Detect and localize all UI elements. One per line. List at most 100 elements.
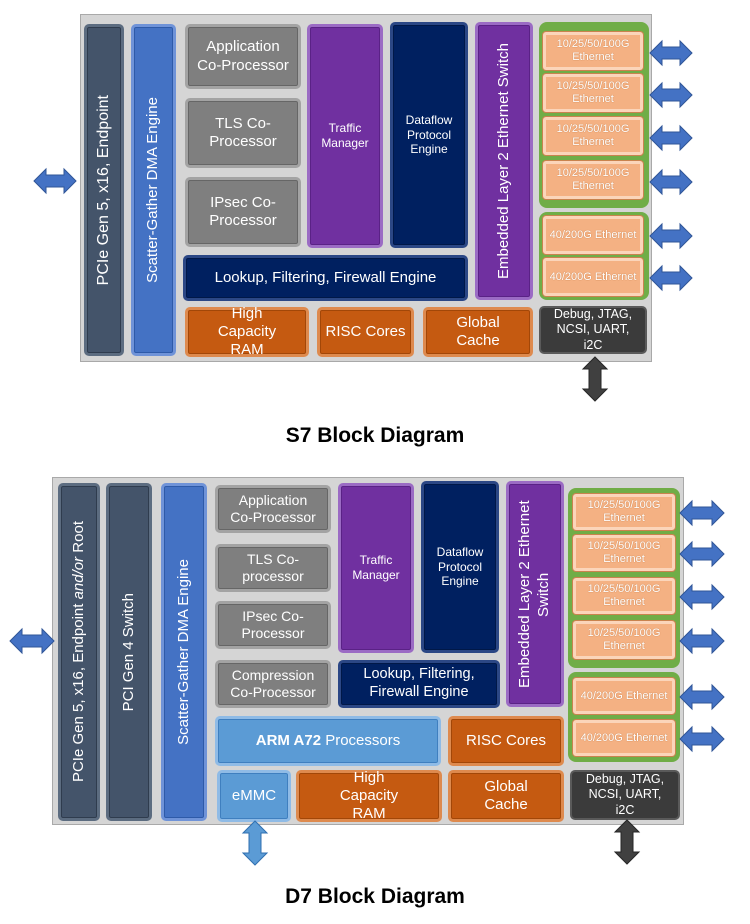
s7-l2-switch-label: Embedded Layer 2 Ethernet Switch — [494, 43, 512, 279]
s7-pcie-label: PCIe Gen 5, x16, Endpoint — [95, 94, 113, 286]
s7-ipsec-coprocessor: IPsec Co-Processor — [185, 177, 301, 247]
s7-traffic-manager: Traffic Manager — [307, 24, 383, 248]
s7-application-coprocessor: Application Co-Processor — [185, 24, 301, 89]
s7-traffic-manager-label: Traffic Manager — [321, 121, 369, 150]
d7-debug-block: Debug, JTAG, NCSI, UART, i2C — [570, 770, 680, 820]
s7-high-capacity-ram: High Capacity RAM — [185, 304, 309, 359]
d7-high-capacity-ram: High Capacity RAM — [296, 768, 442, 823]
d7-pcie-block: PCIe Gen 5, x16, Endpoint and/or Root — [58, 483, 100, 821]
s7-global-cache-label: Global Cache — [456, 313, 500, 349]
s7-ethernet-port-6-label: 40/200G Ethernet — [549, 270, 637, 283]
s7-high-capacity-ram-label: High Capacity RAM — [217, 304, 277, 359]
d7-ethernet-port-2: 10/25/50/100G Ethernet — [573, 535, 675, 571]
s7-debug-block: Debug, JTAG, NCSI, UART, i2C — [539, 306, 647, 354]
s7-ethernet-port-4: 10/25/50/100G Ethernet — [543, 161, 643, 199]
d7-eth-arrow-2-icon — [679, 540, 725, 568]
d7-eth-arrow-1-icon — [679, 499, 725, 527]
d7-emmc: eMMC — [217, 770, 291, 822]
d7-lookup-engine-label: Lookup, Filtering, Firewall Engine — [363, 666, 475, 700]
s7-risc-cores-label: RISC Cores — [325, 322, 406, 340]
s7-dataflow-engine-label: Dataflow Protocol Engine — [405, 113, 453, 157]
d7-arm-processors: ARM A72 Processors — [215, 716, 441, 766]
s7-risc-cores: RISC Cores — [317, 307, 414, 357]
s7-ethernet-port-1-label: 10/25/50/100G Ethernet — [556, 38, 630, 63]
s7-global-cache: Global Cache — [423, 307, 533, 357]
d7-emmc-label: eMMC — [231, 786, 277, 804]
s7-lookup-engine: Lookup, Filtering, Firewall Engine — [183, 255, 468, 301]
s7-diagram-title: S7 Block Diagram — [285, 424, 465, 447]
s7-dataflow-engine: Dataflow Protocol Engine — [390, 22, 468, 248]
d7-pcie-label: PCIe Gen 5, x16, Endpoint and/or Root — [69, 521, 87, 783]
s7-eth-arrow-2-icon — [649, 81, 693, 109]
d7-ethernet-port-3-label: 10/25/50/100G Ethernet — [587, 583, 661, 608]
d7-ipsec-coprocessor: IPsec Co-Processor — [215, 601, 331, 649]
d7-lookup-engine: Lookup, Filtering, Firewall Engine — [338, 660, 500, 708]
d7-global-cache: Global Cache — [448, 770, 564, 822]
d7-risc-cores-label: RISC Cores — [465, 731, 547, 749]
d7-risc-cores: RISC Cores — [448, 716, 564, 766]
d7-ethernet-port-5-label: 40/200G Ethernet — [580, 689, 668, 702]
s7-application-coprocessor-label: Application Co-Processor — [197, 38, 289, 74]
d7-ethernet-port-1: 10/25/50/100G Ethernet — [573, 494, 675, 530]
d7-eth-arrow-6-icon — [679, 725, 725, 753]
s7-eth-arrow-4-icon — [649, 168, 693, 196]
s7-tls-coprocessor: TLS Co-Processor — [185, 98, 301, 168]
s7-ethernet-port-4-label: 10/25/50/100G Ethernet — [556, 167, 630, 192]
s7-ethernet-port-1: 10/25/50/100G Ethernet — [543, 32, 643, 70]
s7-dma-block: Scatter-Gather DMA Engine — [131, 24, 176, 356]
d7-compression-coprocessor: Compression Co-Processor — [215, 660, 331, 708]
d7-dma-block: Scatter-Gather DMA Engine — [161, 483, 207, 821]
d7-traffic-manager-label: Traffic Manager — [352, 553, 400, 582]
s7-lookup-engine-label: Lookup, Filtering, Firewall Engine — [214, 268, 437, 286]
s7-ethernet-port-3: 10/25/50/100G Ethernet — [543, 117, 643, 155]
s7-eth-arrow-1-icon — [649, 39, 693, 67]
d7-ethernet-port-3: 10/25/50/100G Ethernet — [573, 578, 675, 614]
s7-dma-label: Scatter-Gather DMA Engine — [144, 97, 162, 283]
d7-eth-arrow-4-icon — [679, 627, 725, 655]
d7-high-capacity-ram-label: High Capacity RAM — [339, 768, 399, 823]
s7-ethernet-port-2-label: 10/25/50/100G Ethernet — [556, 80, 630, 105]
s7-eth-arrow-6-icon — [649, 264, 693, 292]
s7-tls-coprocessor-label: TLS Co-Processor — [209, 114, 277, 150]
d7-application-coprocessor: Application Co-Processor — [215, 485, 331, 533]
d7-ethernet-port-4-label: 10/25/50/100G Ethernet — [587, 627, 661, 652]
s7-eth-arrow-3-icon — [649, 124, 693, 152]
s7-pcie-block: PCIe Gen 5, x16, Endpoint — [84, 24, 124, 356]
d7-arm-processors-label: ARM A72 Processors — [255, 731, 401, 749]
d7-debug-arrow-icon — [613, 819, 641, 865]
d7-ethernet-port-1-label: 10/25/50/100G Ethernet — [587, 499, 661, 524]
d7-pcie-arrow-icon — [9, 627, 55, 655]
d7-diagram-title: D7 Block Diagram — [285, 885, 465, 908]
d7-debug-label: Debug, JTAG, NCSI, UART, i2C — [585, 772, 665, 817]
d7-ethernet-port-6: 40/200G Ethernet — [573, 720, 675, 756]
s7-eth-arrow-5-icon — [649, 222, 693, 250]
d7-ethernet-port-5: 40/200G Ethernet — [573, 678, 675, 714]
s7-ethernet-port-5: 40/200G Ethernet — [543, 216, 643, 254]
s7-ethernet-port-5-label: 40/200G Ethernet — [549, 228, 637, 241]
s7-ethernet-port-3-label: 10/25/50/100G Ethernet — [556, 123, 630, 148]
s7-debug-label: Debug, JTAG, NCSI, UART, i2C — [553, 307, 633, 352]
s7-debug-arrow-icon — [581, 356, 609, 402]
d7-ethernet-port-4: 10/25/50/100G Ethernet — [573, 621, 675, 659]
d7-emmc-arrow-icon — [241, 820, 269, 866]
d7-ethernet-port-6-label: 40/200G Ethernet — [580, 731, 668, 744]
d7-global-cache-label: Global Cache — [484, 777, 528, 813]
d7-pci-switch-label: PCI Gen 4 Switch — [119, 592, 137, 712]
s7-ethernet-port-6: 40/200G Ethernet — [543, 258, 643, 296]
d7-dma-label: Scatter-Gather DMA Engine — [174, 559, 192, 745]
d7-eth-arrow-3-icon — [679, 583, 725, 611]
d7-eth-arrow-5-icon — [679, 683, 725, 711]
s7-pcie-arrow-icon — [33, 167, 77, 195]
s7-l2-switch: Embedded Layer 2 Ethernet Switch — [475, 22, 533, 300]
d7-ipsec-coprocessor-label: IPsec Co-Processor — [241, 607, 305, 641]
d7-l2-switch: Embedded Layer 2 Ethernet Switch — [506, 481, 564, 707]
s7-ipsec-coprocessor-label: IPsec Co-Processor — [209, 193, 277, 229]
d7-dataflow-engine: Dataflow Protocol Engine — [421, 481, 499, 653]
s7-ethernet-port-2: 10/25/50/100G Ethernet — [543, 74, 643, 112]
d7-application-coprocessor-label: Application Co-Processor — [230, 491, 316, 525]
d7-ethernet-port-2-label: 10/25/50/100G Ethernet — [587, 540, 661, 565]
d7-tls-coprocessor: TLS Co-processor — [215, 544, 331, 592]
d7-tls-coprocessor-label: TLS Co-processor — [242, 550, 304, 584]
d7-compression-coprocessor-label: Compression Co-Processor — [230, 666, 316, 700]
d7-pci-switch-block: PCI Gen 4 Switch — [106, 483, 152, 821]
